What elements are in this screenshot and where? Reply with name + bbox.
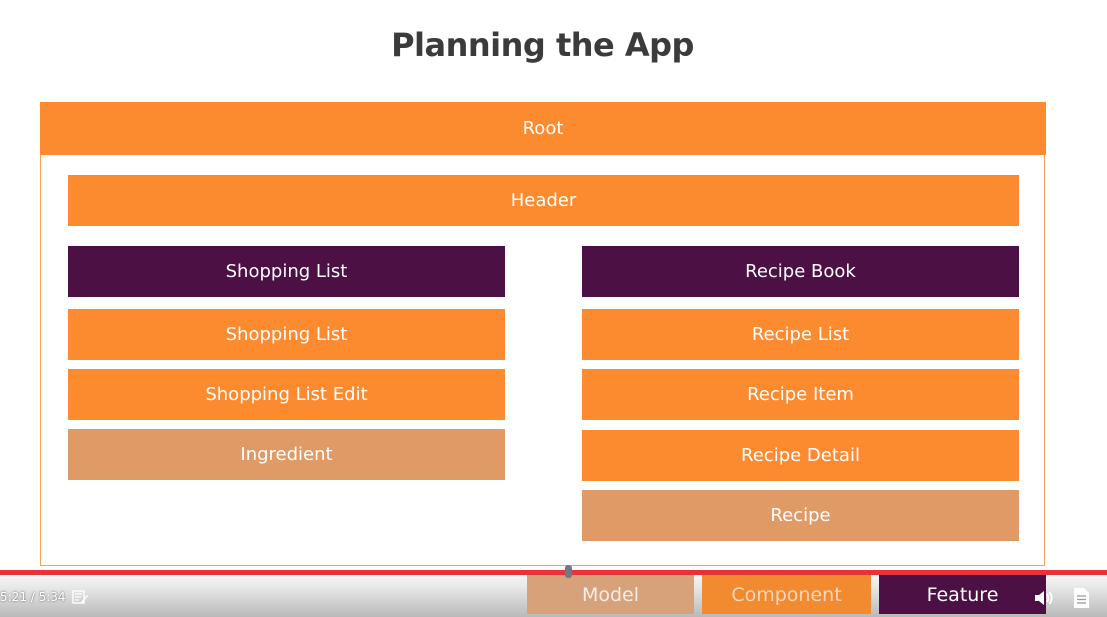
time-display: 5:21 / 5:34 <box>0 590 66 604</box>
legend-feature: Feature <box>879 575 1046 614</box>
progress-scrubber-handle[interactable] <box>565 565 572 578</box>
legend-feature-label: Feature <box>926 583 999 606</box>
shopping-list-edit-component: Shopping List Edit <box>68 369 505 420</box>
component-label: Shopping List <box>225 324 348 345</box>
shopping-list-feature: Shopping List <box>68 246 505 297</box>
caption-icon[interactable] <box>72 590 88 604</box>
header-component: Header <box>68 175 1019 226</box>
shopping-list-component: Shopping List <box>68 309 505 360</box>
component-label: Shopping List Edit <box>205 384 368 405</box>
root-label: Root <box>522 118 564 139</box>
recipe-detail-component: Recipe Detail <box>582 430 1019 481</box>
header-label: Header <box>510 190 577 211</box>
recipe-item-component: Recipe Item <box>582 369 1019 420</box>
legend-component-label: Component <box>731 583 842 606</box>
model-label: Recipe <box>770 505 831 526</box>
transcript-icon[interactable] <box>1072 587 1090 609</box>
legend-component: Component <box>702 575 871 614</box>
slide-title: Planning the App <box>391 26 694 64</box>
recipe-book-feature: Recipe Book <box>582 246 1019 297</box>
progress-fill <box>0 570 1107 575</box>
feature-label: Recipe Book <box>745 261 856 282</box>
legend-model-label: Model <box>581 583 640 606</box>
legend-model: Model <box>527 575 694 614</box>
component-label: Recipe Item <box>747 384 854 405</box>
volume-icon[interactable] <box>1033 589 1055 607</box>
component-label: Recipe List <box>751 324 850 345</box>
progress-bar[interactable] <box>0 570 1107 575</box>
ingredient-model: Ingredient <box>68 429 505 480</box>
recipe-model: Recipe <box>582 490 1019 541</box>
feature-label: Shopping List <box>225 261 348 282</box>
recipe-list-component: Recipe List <box>582 309 1019 360</box>
root-component: Root <box>40 102 1046 155</box>
component-label: Recipe Detail <box>741 445 860 466</box>
model-label: Ingredient <box>240 444 333 465</box>
